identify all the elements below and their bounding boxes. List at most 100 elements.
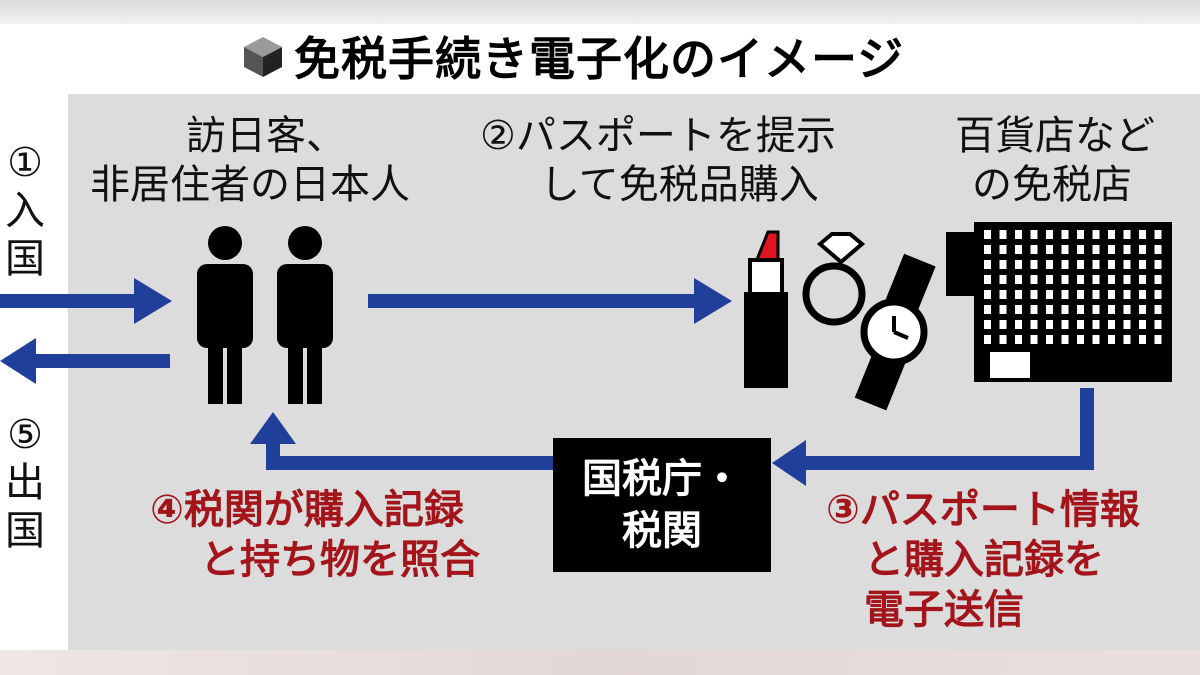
building-window bbox=[1154, 245, 1162, 254]
store-label-line2: の免税店 bbox=[972, 162, 1132, 208]
building-window bbox=[1154, 305, 1162, 314]
building-window bbox=[1061, 245, 1069, 254]
building-window bbox=[1154, 335, 1162, 344]
building-window bbox=[1030, 305, 1038, 314]
building-window bbox=[1108, 245, 1115, 254]
agency-box: 国税庁・ 税関 bbox=[553, 438, 771, 572]
building-window bbox=[1015, 260, 1022, 269]
visitor-label-line2: 非居住者の日本人 bbox=[90, 162, 410, 208]
building-window bbox=[1139, 290, 1146, 299]
building-window bbox=[1061, 260, 1069, 269]
person-icon bbox=[197, 226, 253, 404]
transmit-label-line1: ③パスポート情報 bbox=[826, 487, 1140, 533]
building-window bbox=[1077, 305, 1084, 314]
building-window bbox=[1139, 305, 1146, 314]
building-window bbox=[1077, 275, 1084, 284]
building-window bbox=[1139, 275, 1146, 284]
building-window bbox=[1030, 335, 1038, 344]
building-window bbox=[984, 230, 991, 239]
building-window bbox=[1061, 275, 1069, 284]
building-window bbox=[1077, 290, 1084, 299]
verification-arrow bbox=[250, 412, 554, 470]
building-window bbox=[984, 320, 991, 329]
building-window bbox=[1123, 230, 1131, 239]
building-window bbox=[1046, 305, 1053, 314]
building-window bbox=[984, 260, 991, 269]
building-window bbox=[1139, 320, 1146, 329]
building-window bbox=[1061, 335, 1069, 344]
building-window bbox=[999, 245, 1007, 254]
entry-number: ① bbox=[7, 140, 43, 186]
building-window bbox=[1123, 275, 1131, 284]
building-window bbox=[984, 245, 991, 254]
building-window bbox=[1092, 275, 1100, 284]
building-window bbox=[1154, 290, 1162, 299]
purchase-label-line2: して免税品購入 bbox=[540, 162, 819, 208]
building-window bbox=[1092, 290, 1100, 299]
title-row: 免税手続き電子化のイメージ bbox=[240, 26, 904, 86]
top-fade bbox=[0, 0, 1200, 24]
building-window bbox=[1092, 335, 1100, 344]
building-window bbox=[1092, 230, 1100, 239]
building-window bbox=[999, 290, 1007, 299]
building-window bbox=[1092, 305, 1100, 314]
building-window bbox=[1015, 275, 1022, 284]
building-window bbox=[1154, 275, 1162, 284]
building-window bbox=[1123, 305, 1131, 314]
building-window bbox=[1030, 275, 1038, 284]
building-window bbox=[1108, 230, 1115, 239]
building-window bbox=[1092, 245, 1100, 254]
building-window bbox=[1061, 320, 1069, 329]
purchase-arrow bbox=[368, 278, 732, 324]
building-window bbox=[1061, 290, 1069, 299]
agency-label-line1: 国税庁・ bbox=[582, 456, 742, 502]
entry-arrow bbox=[0, 278, 172, 324]
building-window bbox=[1123, 245, 1131, 254]
building-window bbox=[999, 275, 1007, 284]
building-window bbox=[1108, 320, 1115, 329]
customs-label-line1: ④税関が購入記録 bbox=[150, 487, 464, 533]
building-window bbox=[1046, 260, 1053, 269]
bottom-fade bbox=[0, 650, 1200, 675]
building-window bbox=[1077, 260, 1084, 269]
watch-icon bbox=[854, 253, 936, 411]
building-window bbox=[1123, 335, 1131, 344]
building-window bbox=[1046, 275, 1053, 284]
transmit-label-line3: 電子送信 bbox=[864, 587, 1024, 633]
building-window bbox=[1154, 230, 1162, 239]
building-icon bbox=[946, 222, 1172, 382]
page-title: 免税手続き電子化のイメージ bbox=[294, 32, 905, 86]
building-window bbox=[1015, 305, 1022, 314]
transmit-label-line2: と購入記録を bbox=[864, 537, 1104, 583]
building-window bbox=[1123, 260, 1131, 269]
building-window bbox=[1015, 320, 1022, 329]
exit-char-2: 国 bbox=[5, 508, 45, 554]
building-window bbox=[1030, 245, 1038, 254]
building-window bbox=[984, 305, 991, 314]
building-window bbox=[999, 260, 1007, 269]
building-window bbox=[1015, 230, 1022, 239]
transmit-arrow bbox=[772, 388, 1094, 486]
agency-label-line2: 税関 bbox=[622, 508, 702, 554]
store-label-line1: 百貨店など bbox=[955, 113, 1155, 159]
building-window bbox=[1108, 335, 1115, 344]
building-window bbox=[1108, 305, 1115, 314]
building-window bbox=[1123, 290, 1131, 299]
building-window bbox=[1139, 230, 1146, 239]
building-window bbox=[1061, 305, 1069, 314]
building-window bbox=[1046, 290, 1053, 299]
building-window bbox=[1030, 320, 1038, 329]
building-window bbox=[1077, 245, 1084, 254]
person-icon bbox=[277, 226, 333, 404]
building-window bbox=[1077, 335, 1084, 344]
building-window bbox=[984, 335, 991, 344]
building-window bbox=[999, 305, 1007, 314]
building-window bbox=[984, 275, 991, 284]
purchase-label-line1: ②パスポートを提示 bbox=[480, 113, 836, 159]
exit-arrow bbox=[0, 338, 170, 384]
building-window bbox=[1030, 290, 1038, 299]
building-window bbox=[1092, 260, 1100, 269]
building-window bbox=[999, 230, 1007, 239]
building-window bbox=[1015, 335, 1022, 344]
building-window bbox=[1046, 245, 1053, 254]
